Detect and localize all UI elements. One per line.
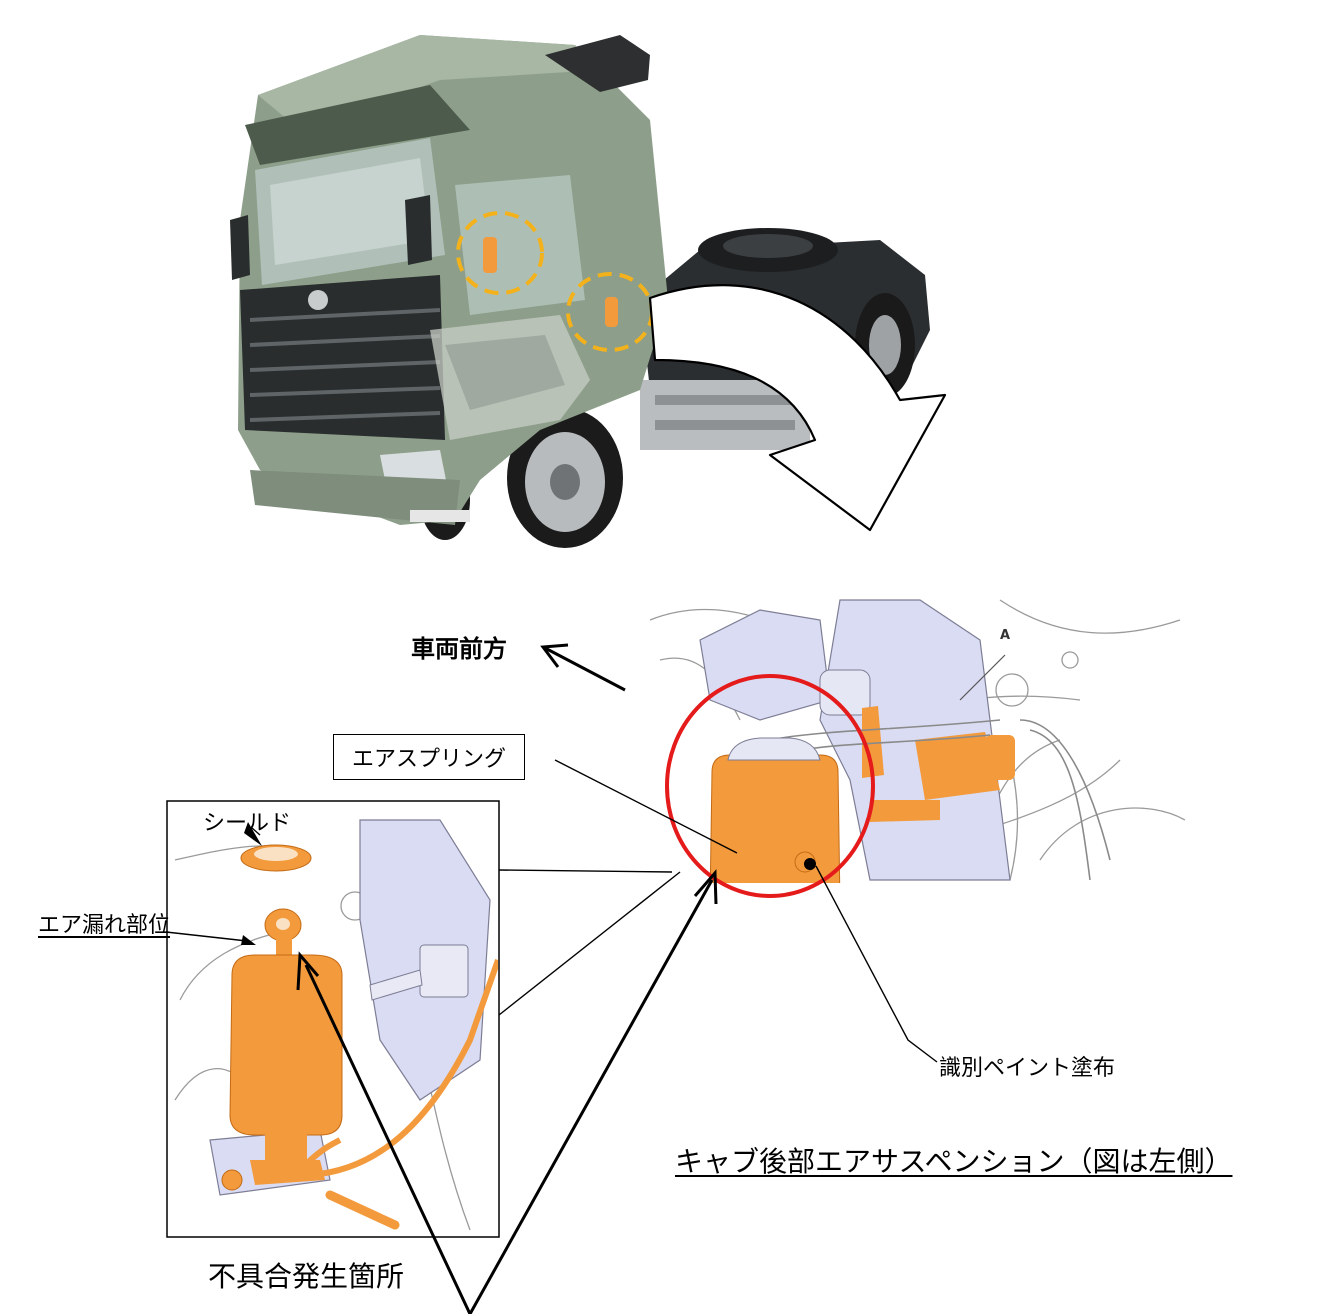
highlight-circle-upper: [456, 211, 544, 295]
leak-arrowhead: [241, 935, 256, 945]
air-spring-red-highlight: [665, 674, 875, 898]
leader-lines: [165, 643, 938, 1063]
air-leak-location-label: エア漏れ部位: [38, 913, 171, 938]
cab-rear-suspension-caption: キャブ後部エアサスペンション（図は左側）: [675, 1145, 1233, 1178]
shield-arrowhead: [244, 822, 262, 846]
paint-dot: [804, 858, 816, 870]
zoom-arrow: [648, 284, 947, 532]
air-spring-label: エアスプリング: [333, 734, 526, 780]
defect-arrows: [296, 869, 718, 1314]
vehicle-front-label: 車両前方: [411, 635, 507, 663]
defect-location-label: 不具合発生箇所: [208, 1260, 405, 1293]
shield-label: シールド: [203, 811, 292, 836]
drawing-marker-a: A: [1000, 628, 1011, 643]
paint-marking-label: 識別ペイント塗布: [939, 1056, 1116, 1081]
truck-cab: [230, 35, 668, 525]
